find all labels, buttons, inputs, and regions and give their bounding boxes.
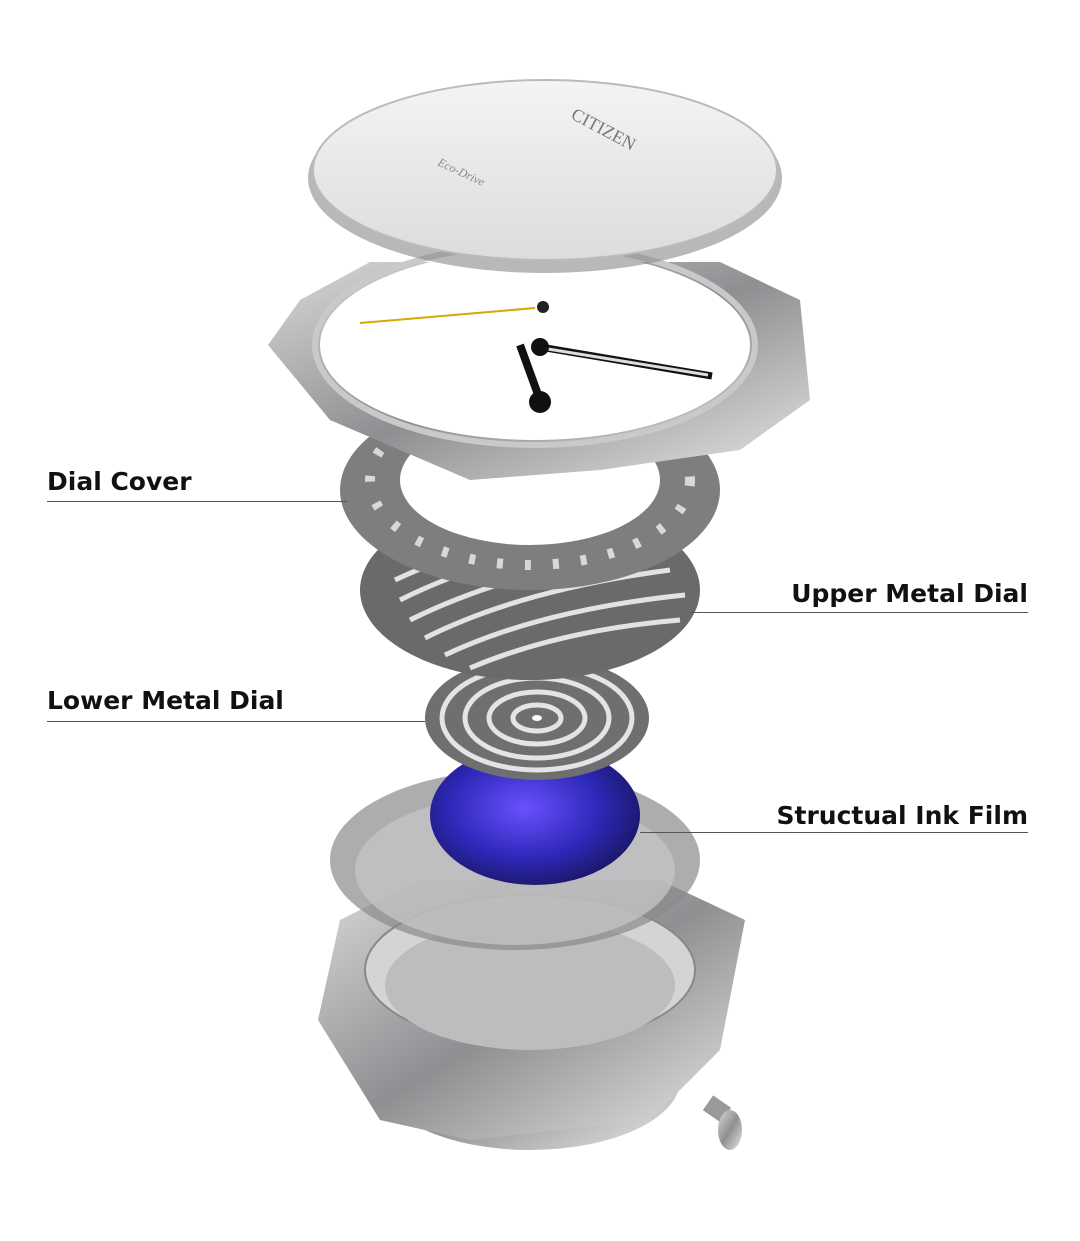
- structural-ink-film: [430, 745, 640, 885]
- leader-line-dial-cover: [47, 501, 347, 502]
- label-lower-metal-dial: Lower Metal Dial: [47, 686, 284, 715]
- leader-line-lower-metal-dial: [47, 721, 425, 722]
- leader-line-upper-metal-dial: [690, 612, 1028, 613]
- bezel: [268, 242, 810, 480]
- watch-hands: [359, 301, 713, 413]
- crystal: CITIZEN Eco-Drive: [308, 79, 782, 273]
- label-upper-metal-dial: Upper Metal Dial: [791, 579, 1028, 608]
- crown: [702, 1095, 742, 1150]
- label-structural-ink-film: Structual Ink Film: [776, 801, 1029, 830]
- leader-line-ink-film: [640, 832, 1028, 833]
- label-dial-cover: Dial Cover: [47, 467, 192, 496]
